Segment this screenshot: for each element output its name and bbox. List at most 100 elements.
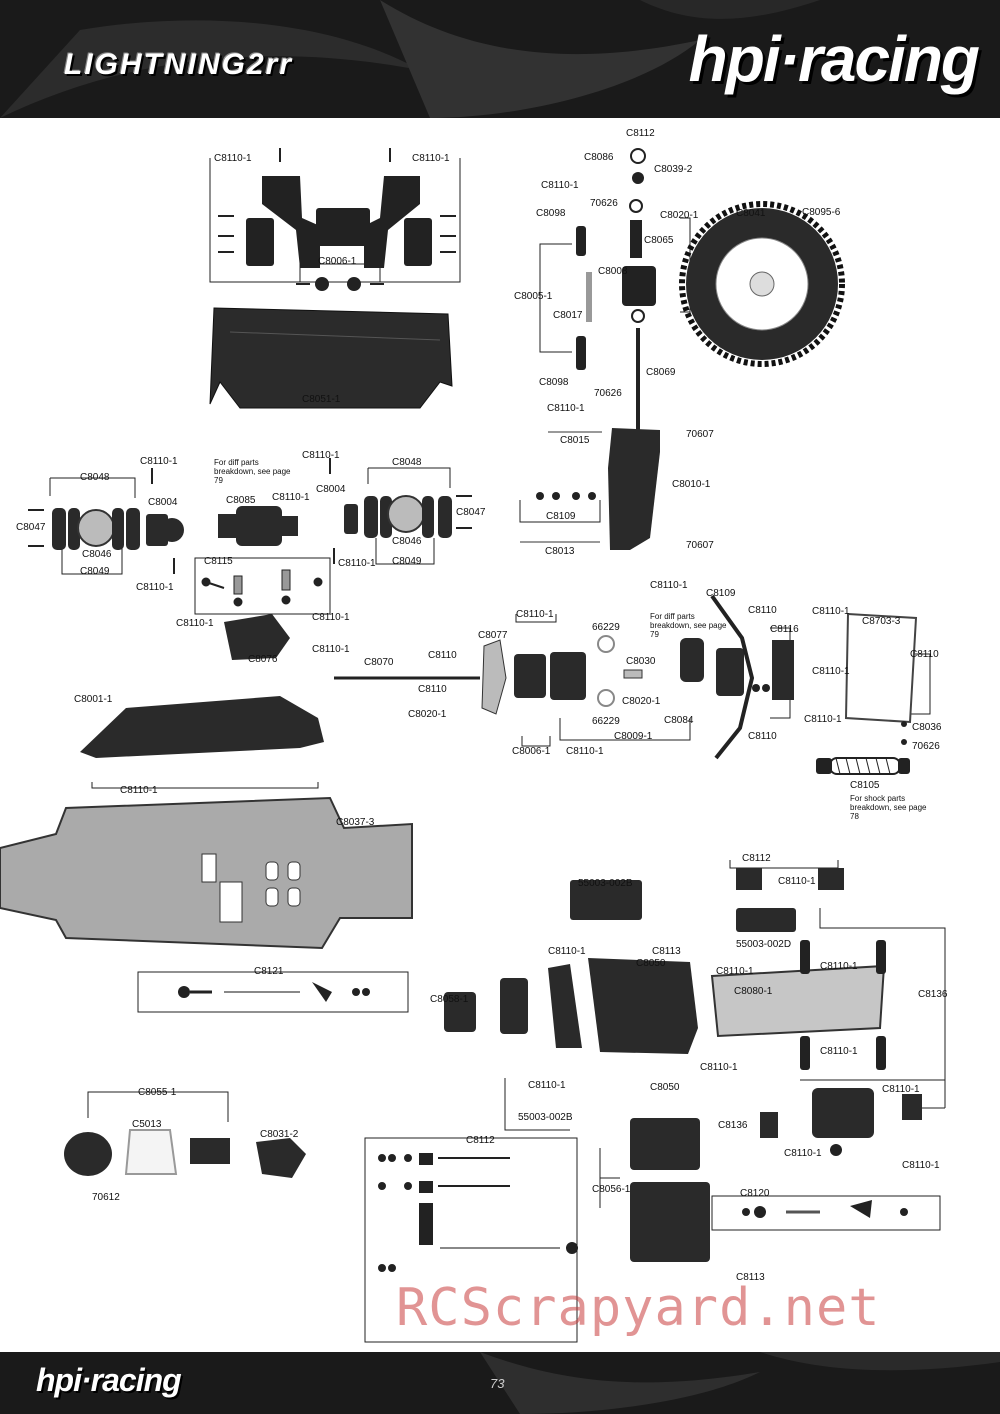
part-label: C8110-1	[902, 1160, 940, 1171]
brand-logo: hpi·racing	[688, 23, 980, 95]
part-label: C8110-1	[547, 403, 585, 414]
part-label: C8049	[80, 566, 110, 577]
part-label: C8110	[748, 605, 777, 616]
part-label: C8080-1	[734, 986, 773, 997]
part-label: C8030	[626, 656, 656, 667]
part-label: C8110-1	[312, 612, 350, 623]
part-label: C8105	[850, 780, 880, 791]
part-label: 70607	[686, 429, 714, 440]
part-label: 70626	[590, 198, 618, 209]
part-label: 70607	[686, 540, 714, 551]
part-label: C8047	[16, 522, 46, 533]
part-label: C8110-1	[312, 644, 350, 655]
part-label: C8095-6	[802, 207, 841, 218]
part-label: C8070	[364, 657, 394, 668]
part-label: C8110-1	[412, 153, 450, 164]
watermark: RCScrapyard.net	[396, 1278, 881, 1338]
part-label: C8110-1	[812, 666, 850, 677]
part-label: C8046	[392, 536, 422, 547]
part-label: C8136	[918, 989, 948, 1000]
parts-drawing	[0, 148, 946, 1343]
part-label: C8006-1	[512, 746, 551, 757]
part-label: C8055-1	[138, 1087, 177, 1098]
part-label: C8056-1	[592, 1184, 631, 1195]
part-label: C5013	[132, 1119, 162, 1130]
part-label: C8098	[539, 377, 569, 388]
part-label: C8115	[204, 556, 233, 567]
part-label: C8110-1	[302, 450, 340, 461]
part-label: C8010-1	[672, 479, 711, 490]
part-label: C8703-3	[862, 616, 901, 627]
part-label: 55003-002D	[736, 939, 792, 950]
part-label: C8110-1	[120, 785, 158, 796]
page-header: LIGHTNING2rr hpi·racing	[0, 0, 1000, 118]
part-label: C8110-1	[214, 153, 252, 164]
part-label: C8113	[736, 1272, 765, 1283]
part-label: C8049	[392, 556, 422, 567]
part-label: C8110-1	[516, 609, 554, 620]
part-label: C8058-1	[430, 994, 469, 1005]
part-label: C8008	[598, 266, 628, 277]
part-label: C8110-1	[272, 492, 310, 503]
part-label: C8110-1	[784, 1148, 822, 1159]
part-label: C8110-1	[566, 746, 604, 757]
part-label: C8110-1	[140, 456, 178, 467]
product-title: LIGHTNING2rr	[64, 48, 294, 81]
part-label: C8110-1	[820, 961, 858, 972]
part-label: C8050	[650, 1082, 680, 1093]
part-label: C8037-3	[336, 817, 375, 828]
part-label: C8110-1	[882, 1084, 920, 1095]
part-label: C8015	[560, 435, 590, 446]
part-label: C8020-1	[660, 210, 699, 221]
part-label: C8113	[652, 946, 681, 957]
part-label: C8110-1	[338, 558, 376, 569]
diff-reference-note: For diff parts breakdown, see page 79	[214, 458, 291, 485]
shock-reference-note: For shock parts breakdown, see page 78	[850, 794, 927, 821]
part-label: C8046	[82, 549, 112, 560]
part-label: C8004	[148, 497, 178, 508]
part-label: C8076	[248, 654, 278, 665]
part-label: C8017	[553, 310, 583, 321]
part-label: C8112	[626, 128, 655, 139]
part-label: 55003-002B	[578, 878, 633, 889]
part-label: C8039-2	[654, 164, 693, 175]
part-label: C8065	[644, 235, 674, 246]
part-label: C8020-1	[408, 709, 447, 720]
part-label: C8004	[316, 484, 346, 495]
part-label: C8110	[428, 650, 457, 661]
part-label: C8116	[770, 624, 799, 635]
part-label: C8121	[254, 966, 284, 977]
exploded-parts-diagram: C8110-1 C8110-1 C8006-1 C8051-1 C8112 C8…	[0, 118, 1000, 1352]
part-label: 66229	[592, 622, 620, 633]
part-label: C8110-1	[820, 1046, 858, 1057]
part-label: C8136	[718, 1120, 748, 1131]
part-label: C8005-1	[514, 291, 553, 302]
part-label: C8086	[584, 152, 614, 163]
part-label: C8109	[546, 511, 576, 522]
part-label: C8110-1	[176, 618, 214, 629]
part-label: C8110	[418, 684, 447, 695]
part-label: C8112	[466, 1135, 495, 1146]
part-label: C8109	[706, 588, 736, 599]
part-label: C8110-1	[778, 876, 816, 887]
part-label: 70626	[912, 741, 940, 752]
part-label: C8110-1	[528, 1080, 566, 1091]
part-label: 66229	[592, 716, 620, 727]
part-label: C8048	[392, 457, 422, 468]
part-label: C8013	[545, 546, 575, 557]
footer-flame-graphic	[480, 1352, 1000, 1414]
part-label: C8009-1	[614, 731, 653, 742]
part-label: 70626	[594, 388, 622, 399]
part-label: C8031-2	[260, 1129, 299, 1140]
part-label: C8110-1	[541, 180, 579, 191]
part-label: C8051-1	[302, 394, 341, 405]
part-label: C8110-1	[650, 580, 688, 591]
part-label: C8077	[478, 630, 508, 641]
part-label: C8110	[748, 731, 777, 742]
page-number: 73	[490, 1376, 505, 1391]
part-label: C8001-1	[74, 694, 113, 705]
part-label: C8047	[456, 507, 486, 518]
page-footer: hpi·racing 73	[0, 1352, 1000, 1414]
part-label: C8110-1	[716, 966, 754, 977]
part-label: C8110-1	[804, 714, 842, 725]
